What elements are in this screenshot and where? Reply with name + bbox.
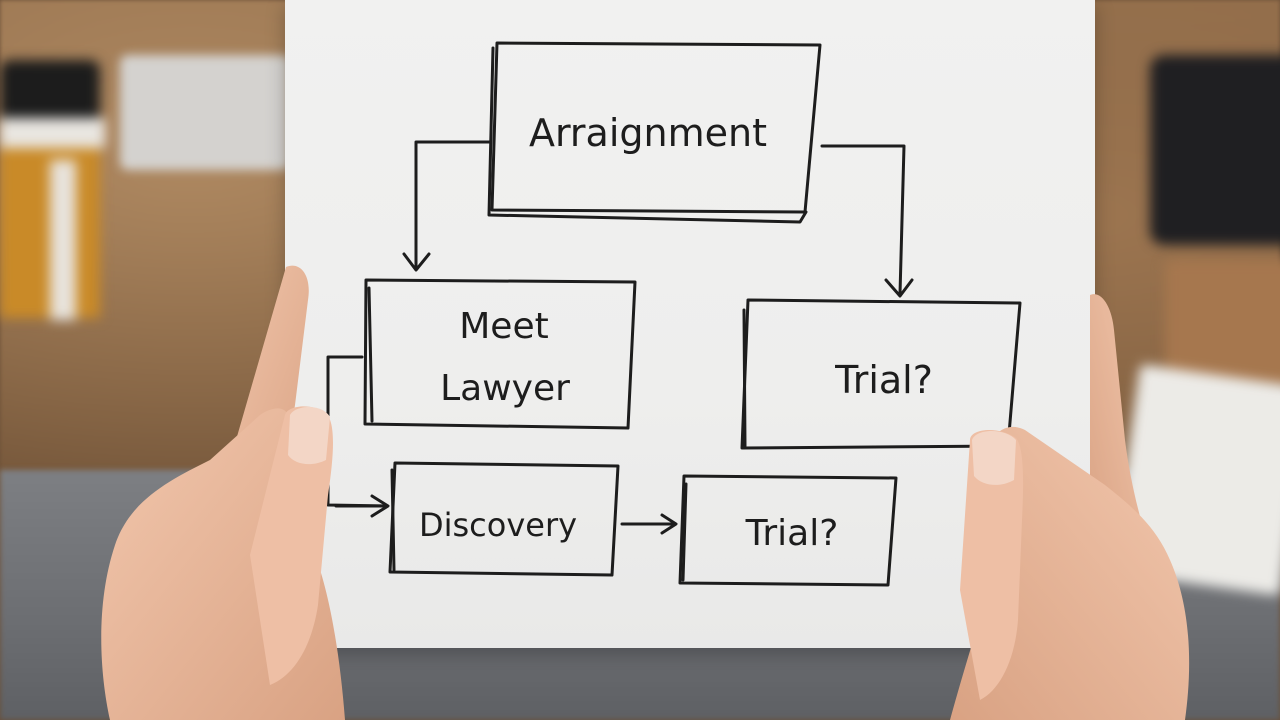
node-arraignment: Arraignment	[529, 111, 767, 155]
arrow-to-meet-lawyer	[414, 140, 492, 270]
blurred-tablet	[120, 55, 290, 170]
node-discovery: Discovery	[419, 506, 577, 544]
right-hand	[950, 294, 1190, 720]
held-paper	[285, 0, 1095, 648]
trial-bottom-box	[678, 474, 898, 587]
arrow-to-trial-right	[820, 144, 906, 296]
node-meet-lawyer-line2: Lawyer	[440, 368, 570, 409]
node-trial-right: Trial?	[834, 358, 933, 402]
discovery-box	[388, 461, 620, 577]
node-meet-lawyer-line1: Meet	[459, 306, 548, 347]
blurred-notebook	[1165, 260, 1280, 390]
meet-lawyer-box	[363, 278, 637, 430]
blurred-phone	[1150, 55, 1280, 245]
node-trial-bottom: Trial?	[745, 513, 839, 554]
coffee-cup	[0, 60, 105, 320]
left-hand	[101, 265, 345, 720]
